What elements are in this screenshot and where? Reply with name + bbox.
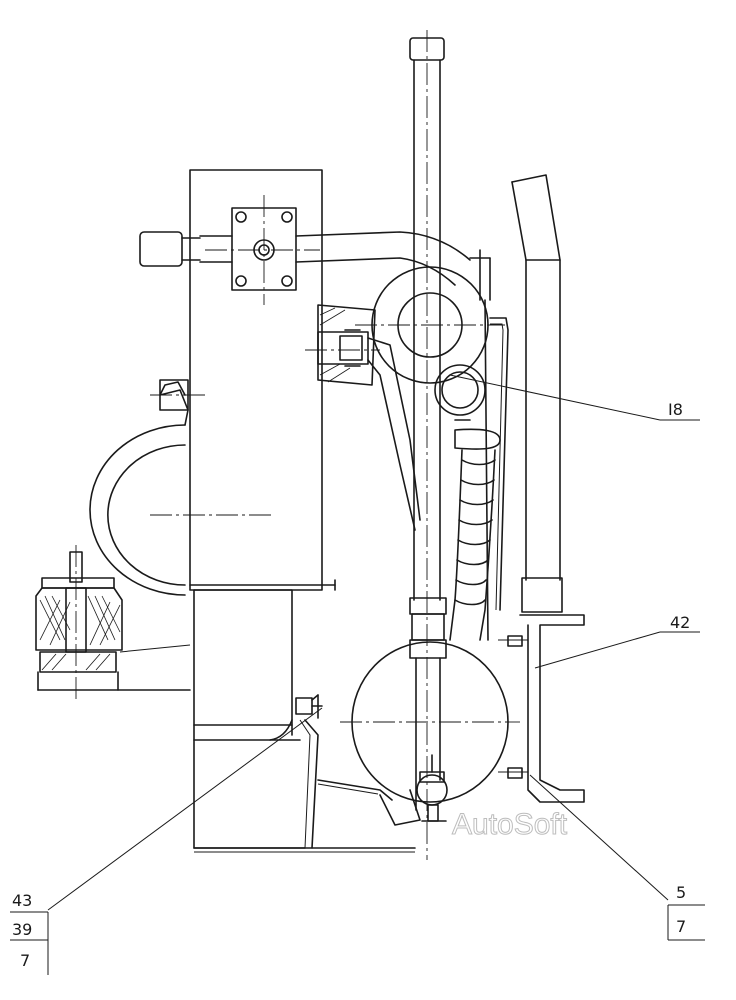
callout-43: 43 (12, 891, 32, 910)
lower-housing (193, 589, 416, 853)
horizontal-pipe (139, 195, 471, 305)
rubber-mount (35, 545, 191, 700)
callout-39: 39 (12, 920, 32, 939)
tank (340, 641, 520, 826)
pulley-assembly (355, 249, 505, 641)
semicircle-bracket (89, 379, 205, 596)
callout-7-right: 7 (676, 917, 686, 936)
callout-5: 5 (676, 883, 686, 902)
right-pipe (498, 174, 585, 803)
corrugated-hose (449, 419, 501, 641)
callout-42: 42 (670, 613, 690, 632)
callout-7-left: 7 (20, 951, 30, 970)
vertical-pipe (409, 30, 447, 860)
watermark: AutoSoft (452, 808, 568, 841)
leader-lines (10, 374, 705, 975)
housing-bolt (295, 694, 323, 719)
thin-tube (489, 317, 509, 611)
pipe-clamp (305, 304, 421, 531)
callout-18: I8 (668, 400, 683, 419)
